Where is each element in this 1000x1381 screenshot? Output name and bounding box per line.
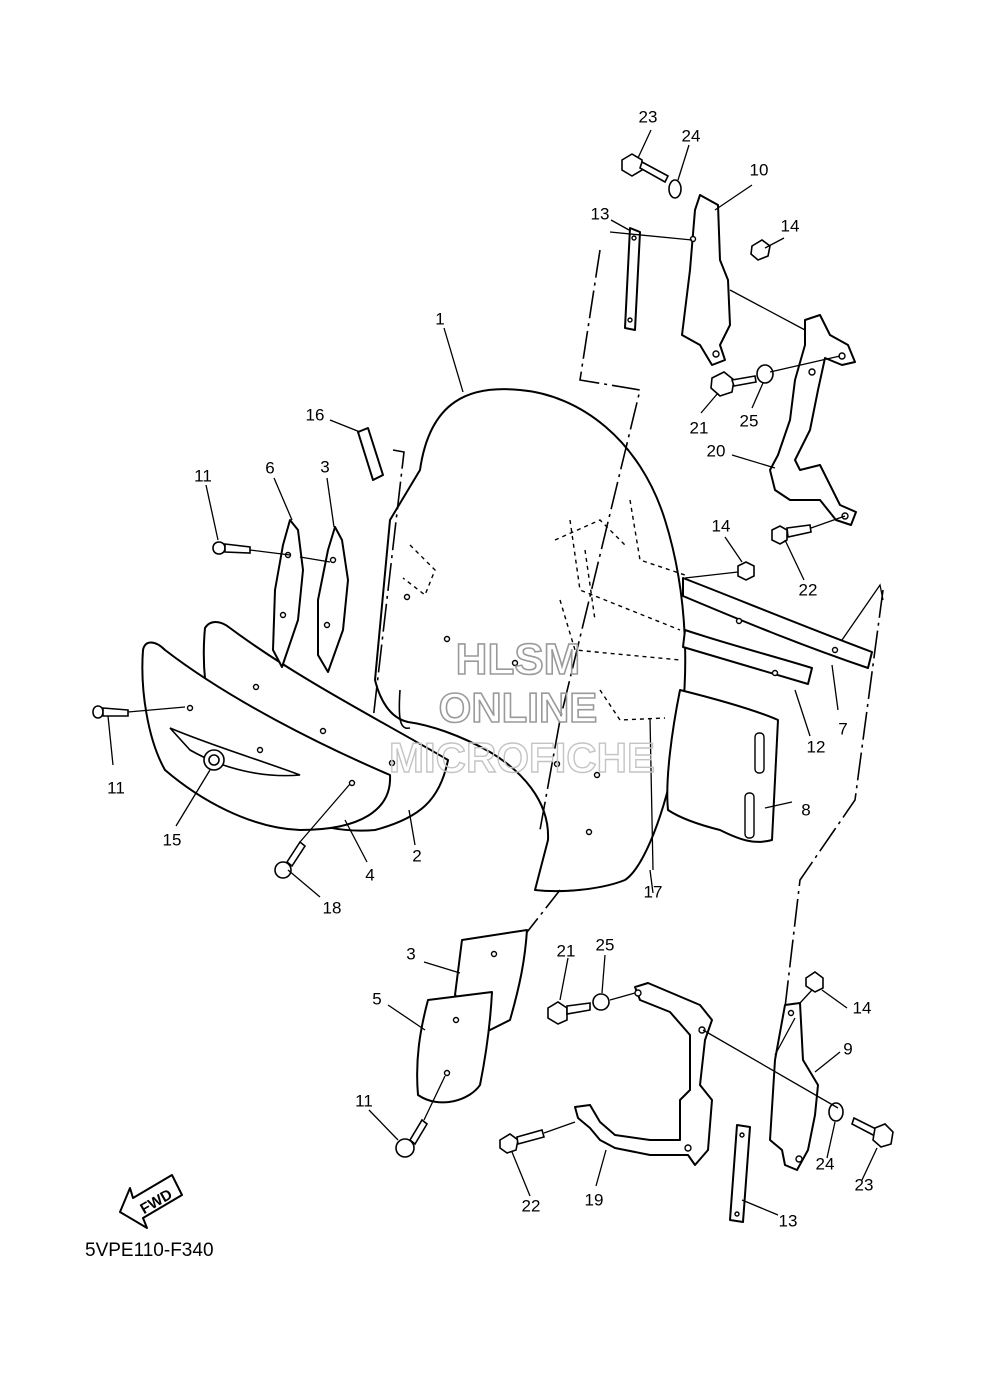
callout-17: 17 <box>644 882 663 901</box>
windshield <box>374 388 687 893</box>
nut-14-mid <box>737 561 755 581</box>
callout-4: 4 <box>365 865 374 884</box>
bolt-23-lower <box>851 1116 894 1148</box>
strip-12 <box>682 629 813 685</box>
screw-11-left-upper <box>212 541 251 555</box>
bracket-10 <box>681 194 731 366</box>
fwd-arrow-icon: FWD <box>119 1174 183 1229</box>
strip-13-upper <box>624 227 641 331</box>
callout-10: 10 <box>750 160 769 179</box>
callout-18: 18 <box>323 898 342 917</box>
callout-21-upper: 21 <box>690 418 709 437</box>
sticker-16 <box>357 427 384 481</box>
callout-24-lower: 24 <box>816 1154 835 1173</box>
callout-3-upper: 3 <box>320 457 329 476</box>
washer-24-upper <box>668 179 682 199</box>
callout-8: 8 <box>801 800 810 819</box>
bolt-22-upper <box>771 524 812 545</box>
bolt-22-lower <box>499 1129 545 1154</box>
bolt-23-upper <box>621 153 670 184</box>
panel-6 <box>272 519 304 668</box>
callout-11-left: 11 <box>107 778 125 797</box>
callout-24-upper: 24 <box>682 126 701 145</box>
washer-25-upper <box>756 364 774 384</box>
stay-20 <box>769 314 857 526</box>
callout-14-mid: 14 <box>712 516 731 535</box>
bolt-21-lower <box>547 1001 591 1025</box>
bolt-21-upper <box>710 371 757 397</box>
callout-6: 6 <box>265 458 274 477</box>
callout-21-lower: 21 <box>557 941 576 960</box>
stay-19 <box>574 982 713 1166</box>
callout-22-lower: 22 <box>522 1196 541 1215</box>
callout-23-lower: 23 <box>855 1175 874 1194</box>
panel-3-upper <box>317 526 349 673</box>
watermark-line-3: MICROFICHE <box>389 734 655 781</box>
watermark: HLSM ONLINE MICROFICHE <box>388 634 655 782</box>
callout-15: 15 <box>163 830 182 849</box>
nut-14-upper <box>750 239 771 261</box>
plate-8 <box>666 689 779 843</box>
strip-13-lower <box>729 1124 751 1223</box>
callout-13-upper: 13 <box>591 204 610 223</box>
panel-5 <box>416 991 493 1104</box>
callout-13-lower: 13 <box>779 1211 798 1230</box>
callout-7: 7 <box>838 719 847 738</box>
callout-leaders <box>107 129 878 1216</box>
callout-22-upper: 22 <box>799 580 818 599</box>
bracket-9 <box>769 1002 819 1171</box>
screw-11-left-lower <box>92 705 129 719</box>
washer-24-lower <box>828 1102 844 1122</box>
callout-20: 20 <box>707 441 726 460</box>
callout-14-upper: 14 <box>781 216 800 235</box>
side-cover-4 <box>141 641 392 831</box>
callout-12: 12 <box>807 737 826 756</box>
callout-3-lower: 3 <box>406 944 415 963</box>
callout-14-lower: 14 <box>853 998 872 1017</box>
watermark-line-2: ONLINE <box>439 684 598 731</box>
callout-11-lower: 11 <box>355 1091 373 1110</box>
callout-23-upper: 23 <box>639 107 658 126</box>
nut-14-lower <box>805 971 824 993</box>
callout-numbers: 1 2 3 3 4 5 6 7 8 9 10 11 11 11 12 13 13… <box>107 107 873 1230</box>
callout-2: 2 <box>412 846 421 865</box>
screw-18 <box>274 840 307 879</box>
callout-16: 16 <box>306 405 325 424</box>
screw-11-lower <box>395 1118 429 1158</box>
callout-25-upper: 25 <box>740 411 759 430</box>
watermark-line-1: HLSM <box>456 635 581 684</box>
washer-25-lower <box>592 993 610 1011</box>
callout-11-upper: 11 <box>194 466 212 485</box>
diagram-code: 5VPE110-F340 <box>85 1240 214 1261</box>
hidden-bracket-lines <box>402 499 686 721</box>
callout-19: 19 <box>585 1190 604 1209</box>
callout-25-lower: 25 <box>596 935 615 954</box>
callout-1: 1 <box>435 309 444 328</box>
strip-7 <box>682 577 873 669</box>
callout-5: 5 <box>372 989 381 1008</box>
callout-9: 9 <box>843 1039 852 1058</box>
